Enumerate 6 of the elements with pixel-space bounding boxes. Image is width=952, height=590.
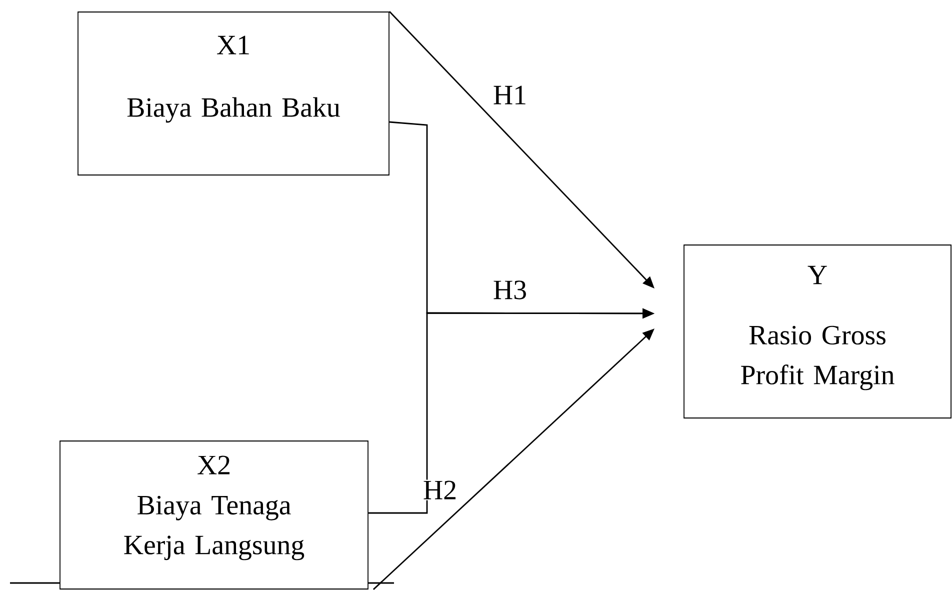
- edge-label: H1: [494, 86, 526, 104]
- variable-box: X2 Biaya Tenaga Kerja Langsung: [60, 440, 368, 590]
- edge-label: H3: [494, 280, 526, 300]
- edge-label: H2: [424, 480, 456, 500]
- variable-box: Y Rasio Gross Profit Margin: [684, 244, 952, 418]
- variable-box: X1 Biaya Bahan Baku: [78, 12, 390, 176]
